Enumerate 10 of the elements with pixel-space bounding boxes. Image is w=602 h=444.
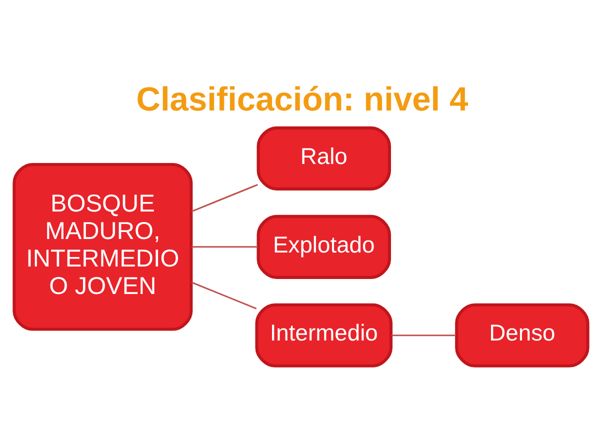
connector xyxy=(191,183,258,212)
connector xyxy=(392,334,456,336)
connector xyxy=(192,246,258,248)
node-box: Ralo xyxy=(256,126,391,190)
diagram-title: Clasificación: nivel 4 xyxy=(136,81,468,118)
node-box: Denso xyxy=(455,302,590,367)
connector xyxy=(191,281,257,309)
node-box: BOSQUE MADURO, INTERMEDIO O JOVEN xyxy=(12,162,193,330)
node-box: Intermedio xyxy=(255,302,393,367)
node-box: Explotado xyxy=(256,214,391,278)
